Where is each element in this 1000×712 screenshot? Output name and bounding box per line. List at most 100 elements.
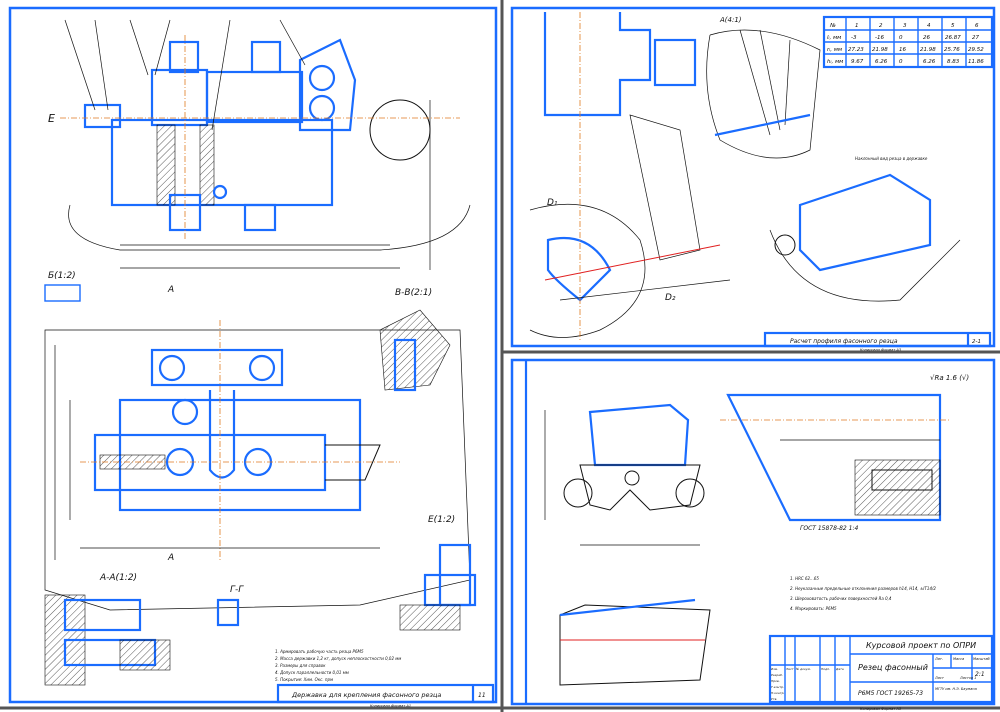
sheet-number: 11 xyxy=(478,692,486,699)
section-mark: А xyxy=(167,553,174,563)
svg-text:Подп.: Подп. xyxy=(821,667,830,671)
sheet-number: 2-1 xyxy=(972,339,981,345)
clamp-screw xyxy=(168,40,200,74)
svg-text:Лист: Лист xyxy=(934,676,945,680)
svg-text:Копировал Формат А3: Копировал Формат А3 xyxy=(860,707,901,711)
svg-text:6.26: 6.26 xyxy=(923,59,936,65)
svg-text:2. Неуказанные предельные откл: 2. Неуказанные предельные отклонения раз… xyxy=(790,586,936,591)
svg-text:9.67: 9.67 xyxy=(851,59,864,65)
sheet-1: Е А А Б(1:2) В-В(2:1) А-А(1:2) Г-Г Е(1:2… xyxy=(8,6,498,708)
svg-text:Масштаб: Масштаб xyxy=(973,657,990,661)
svg-text:2: 2 xyxy=(879,23,883,29)
title-block: Курсовой проект по ОПРИ Резец фасонный Р… xyxy=(768,634,994,704)
svg-text:4. Допуск параллельности 0,01: 4. Допуск параллельности 0,01 мм xyxy=(275,670,349,675)
svg-text:16: 16 xyxy=(899,47,906,53)
svg-text:rᵢ, мм: rᵢ, мм xyxy=(827,47,842,53)
svg-text:27: 27 xyxy=(972,35,979,41)
view-label-aa: А-А(1:2) xyxy=(99,573,137,583)
svg-text:1: 1 xyxy=(855,23,859,29)
holder-top xyxy=(205,70,304,124)
drawing-title: Державка для крепления фасонного резца xyxy=(291,691,441,699)
view-note: Наклонный вид резца в державке xyxy=(855,156,928,161)
svg-text:Копировал Формат А1: Копировал Формат А1 xyxy=(370,704,411,708)
view-label-vv: В-В(2:1) xyxy=(395,288,432,298)
part-name: Резец фасонный xyxy=(858,663,928,672)
svg-text:2:1: 2:1 xyxy=(975,671,985,678)
gost-note: ГОСТ 15878-82 1:4 xyxy=(800,525,858,532)
svg-text:8.83: 8.83 xyxy=(947,59,960,65)
svg-text:Масса: Масса xyxy=(953,657,964,661)
svg-text:4: 4 xyxy=(927,23,931,29)
d2-label: D₂ xyxy=(665,293,676,303)
svg-text:5. Покрытие: Хим. Окс. прм: 5. Покрытие: Хим. Окс. прм xyxy=(275,677,333,682)
svg-text:Т.контр.: Т.контр. xyxy=(771,685,784,689)
cutter-head xyxy=(298,38,357,132)
holder-post xyxy=(150,68,209,127)
sheet-frame xyxy=(510,358,996,706)
svg-text:6: 6 xyxy=(975,23,979,29)
clamp-screw xyxy=(250,40,282,74)
svg-text:hᵢ, мм: hᵢ, мм xyxy=(827,59,843,65)
view-label-e: Е xyxy=(48,112,55,125)
svg-text:Лит.: Лит. xyxy=(934,657,943,661)
svg-text:№: № xyxy=(829,23,836,29)
svg-text:27.23: 27.23 xyxy=(848,47,864,53)
svg-text:29.52: 29.52 xyxy=(968,47,984,53)
svg-text:МГТУ им. Н.Э. Баумана: МГТУ им. Н.Э. Баумана xyxy=(935,687,977,691)
svg-text:-16: -16 xyxy=(875,35,884,41)
sheet-frame xyxy=(510,6,996,348)
d1-label: D₁ xyxy=(547,198,558,208)
svg-text:Дата: Дата xyxy=(835,667,844,671)
view-label-e12: Е(1:2) xyxy=(428,515,455,525)
svg-text:3. Шероховатость рабочих повер: 3. Шероховатость рабочих поверхностей Ra… xyxy=(790,596,892,601)
cutter-front-view xyxy=(588,403,690,467)
material: Р6М5 ГОСТ 19265-73 xyxy=(858,690,923,697)
cutter-side-view xyxy=(726,393,942,522)
drawing-title: Расчет профиля фасонного резца xyxy=(790,338,898,345)
project-title: Курсовой проект по ОПРИ xyxy=(866,641,976,650)
svg-text:2. Масса державки 1,2 кг, допу: 2. Масса державки 1,2 кг, допуск неплоск… xyxy=(275,656,401,661)
notes-block: 1. HRC 62...65 2. Неуказанные предельные… xyxy=(790,576,936,611)
title-block xyxy=(276,683,495,704)
svg-text:3: 3 xyxy=(903,23,907,29)
svg-text:26.87: 26.87 xyxy=(945,35,961,41)
svg-text:-3: -3 xyxy=(851,35,857,41)
svg-text:11.86: 11.86 xyxy=(968,59,984,65)
svg-text:№ докум.: № докум. xyxy=(795,667,811,671)
view-label-b: Б(1:2) xyxy=(48,271,76,281)
roughness-mark: √Ra 1.6 (√) xyxy=(930,374,969,382)
svg-text:Разраб.: Разраб. xyxy=(771,673,783,677)
svg-text:21.98: 21.98 xyxy=(920,47,936,53)
cutter-profile xyxy=(543,12,652,117)
sheet-frame xyxy=(8,6,498,704)
svg-text:Пров.: Пров. xyxy=(771,679,780,683)
svg-text:25.76: 25.76 xyxy=(944,47,960,53)
sheet-3: √Ra 1.6 (√) ГОСТ 15878-82 1:4 1. HRC 62.… xyxy=(510,358,996,711)
svg-text:3. Размеры для справок: 3. Размеры для справок xyxy=(275,663,326,668)
part-outline xyxy=(68,204,471,251)
title-block xyxy=(763,331,992,348)
section-mark: А xyxy=(167,285,174,295)
plan-outline xyxy=(44,329,471,611)
svg-text:Листов 1: Листов 1 xyxy=(959,676,976,680)
svg-text:1. HRC 62...65: 1. HRC 62...65 xyxy=(790,576,819,581)
svg-text:5: 5 xyxy=(951,23,955,29)
svg-text:Лист: Лист xyxy=(785,667,794,671)
view-label-a: А(4:1) xyxy=(719,16,742,24)
svg-text:4. Маркировать: Р6М5: 4. Маркировать: Р6М5 xyxy=(790,606,837,611)
svg-text:6.26: 6.26 xyxy=(875,59,888,65)
svg-text:21.98: 21.98 xyxy=(872,47,888,53)
svg-text:Изм.: Изм. xyxy=(771,667,778,671)
svg-text:Утв.: Утв. xyxy=(771,697,777,701)
svg-text:Н.контр.: Н.контр. xyxy=(771,691,784,695)
profile-view xyxy=(559,604,711,686)
svg-text:0: 0 xyxy=(899,35,903,41)
view-label-gg: Г-Г xyxy=(230,585,244,595)
notes-block: 1. Армировать рабочую часть резца Р6М5 2… xyxy=(275,649,401,682)
svg-text:lᵢ, мм: lᵢ, мм xyxy=(827,35,841,41)
svg-text:1. Армировать рабочую часть ре: 1. Армировать рабочую часть резца Р6М5 xyxy=(275,649,364,654)
svg-text:0: 0 xyxy=(899,59,903,65)
